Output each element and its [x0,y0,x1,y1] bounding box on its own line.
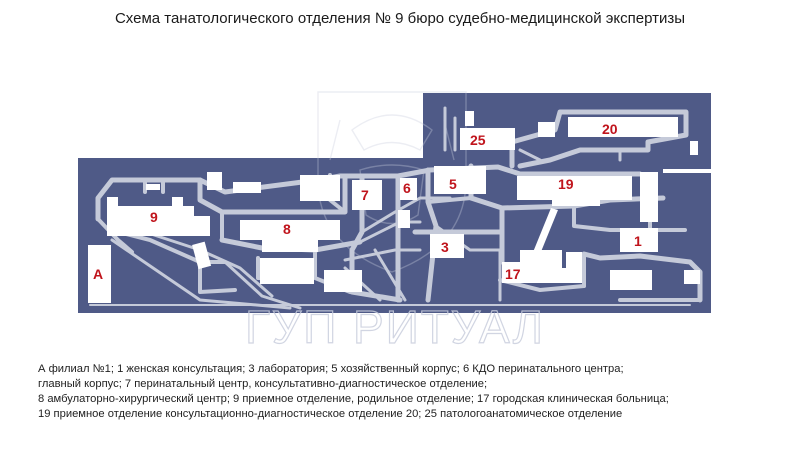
building-5 [434,166,486,194]
label-building-20: 20 [602,121,618,137]
building-right-low-1 [610,270,652,290]
label-building-17: 17 [505,266,521,282]
watermark-text: ГУП РИТУАЛ [245,301,545,353]
label-building-25: 25 [470,132,486,148]
legend-line: 19 приемное отделение консультационно-ди… [38,408,623,420]
building-small-topright-1 [465,111,474,126]
building-top-middle [300,175,340,201]
building-small-topleft-3 [146,184,160,190]
building-right-low-2 [684,270,700,284]
watermark: ГУП РИТУАЛ [244,91,545,354]
building-19 [517,176,632,206]
building-lower-left-6 [324,270,362,292]
building-small-left-4 [192,241,212,270]
building-17 [502,250,582,283]
building-labels: А 9 8 7 6 5 3 25 20 19 17 1 [93,121,642,282]
legend-line: главный корпус; 7 перинатальный центр, к… [38,378,488,390]
label-building-3: 3 [441,239,449,255]
building-20 [568,117,678,137]
building-1 [620,228,658,252]
building-small-topright-3 [690,141,698,155]
building-small-topleft-1 [207,172,222,190]
building-17-connector [529,208,558,264]
label-building-5: 5 [449,176,457,192]
building-25 [460,128,515,150]
label-building-1: 1 [634,233,642,249]
map-legend: А филиал №1; 1 женская консультация; 3 л… [38,362,788,422]
label-building-19: 19 [558,176,574,192]
label-building-6: 6 [403,180,411,196]
building-small-mid-1 [398,210,410,228]
building-7 [352,180,382,210]
label-building-7: 7 [361,187,369,203]
buildings [88,111,700,303]
building-19-side [640,172,658,222]
building-6 [400,178,417,200]
legend-line: 8 амбулаторно-хирургический центр; 9 при… [38,393,669,405]
label-building-8: 8 [283,221,291,237]
building-8 [240,220,340,252]
map-title: Схема танатологического отделения № 9 бю… [114,10,686,27]
building-small-topleft-2 [233,182,261,193]
building-9 [107,197,210,236]
building-8-annex [260,258,314,284]
building-small-topright-2 [538,122,555,137]
legend-line: А филиал №1; 1 женская консультация; 3 л… [38,363,624,375]
label-building-9: 9 [150,209,158,225]
building-3 [430,234,464,258]
label-building-a: А [93,266,103,282]
building-a [88,245,111,303]
